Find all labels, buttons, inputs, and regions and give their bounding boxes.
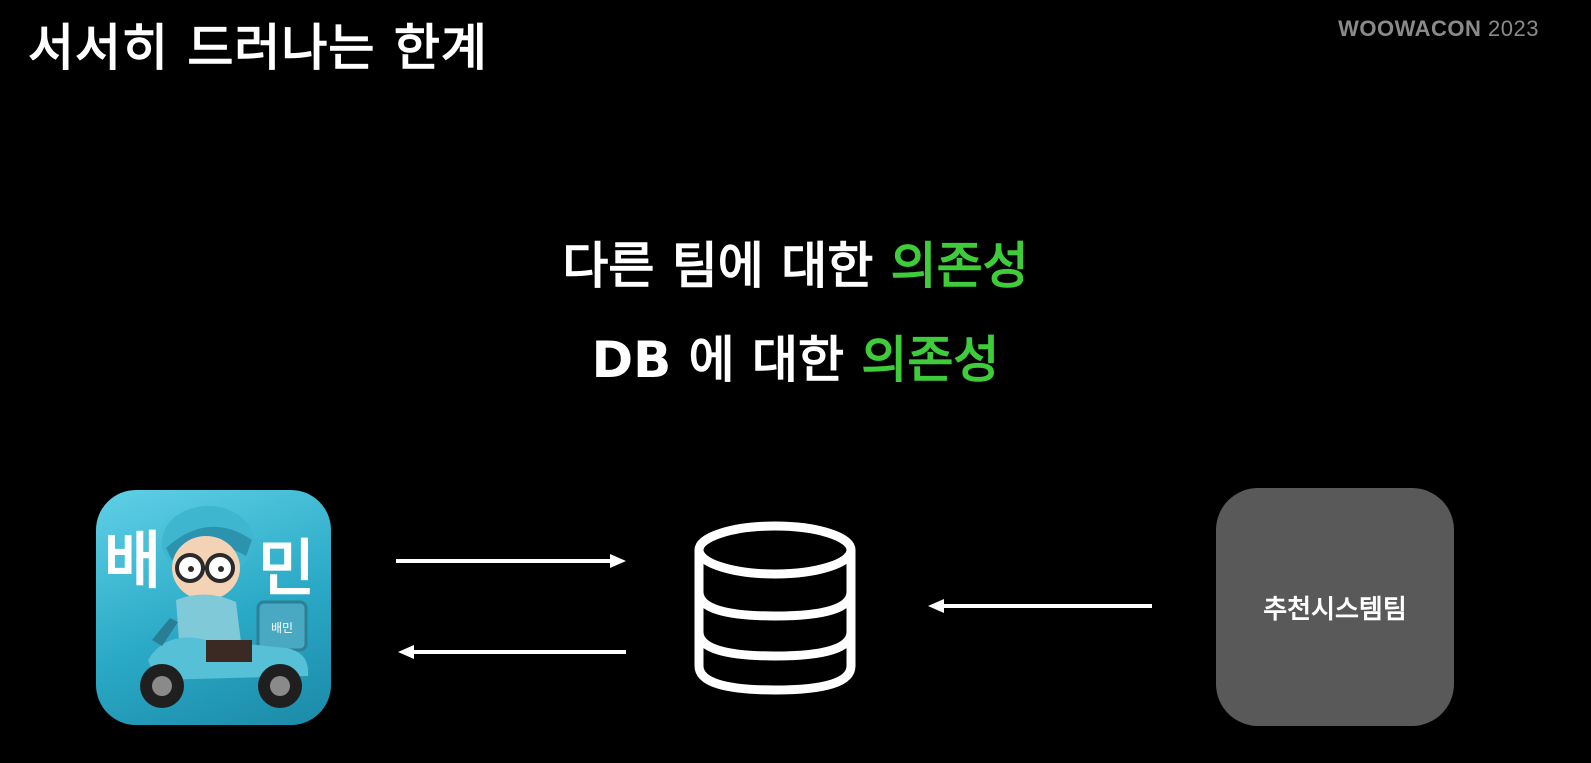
brand-logo: WOOWACON 2023 [1338, 16, 1539, 42]
rider-illustration: 배 민 배민 [104, 506, 315, 708]
statement-prefix: 다른 팀에 대한 [562, 237, 891, 295]
statement-highlight: 의존성 [861, 331, 1000, 389]
statement-team-dependency: 다른 팀에 대한 의존성 [0, 236, 1591, 296]
arrow-app-to-db [396, 554, 626, 568]
recommendation-team-box: 추천시스템팀 [1216, 488, 1454, 726]
arrow-team-to-db [928, 599, 1152, 613]
statement-highlight: 의존성 [890, 237, 1029, 295]
baemin-app-icon: 배 민 배민 [96, 490, 331, 725]
brand-name: WOOWACON [1338, 16, 1482, 41]
arrow-db-to-app [398, 645, 626, 659]
statement-db-dependency: DB 에 대한 의존성 [0, 330, 1591, 390]
database-icon [694, 521, 856, 695]
team-label: 추천시스템팀 [1263, 594, 1407, 625]
brand-year: 2023 [1488, 16, 1539, 41]
statement-prefix: DB 에 대한 [591, 331, 862, 389]
box-label: 배민 [271, 621, 293, 635]
app-letter-right: 민 [258, 532, 315, 605]
app-letter-left: 배 [104, 524, 161, 597]
slide-title: 서서히 드러나는 한계 [28, 19, 488, 77]
